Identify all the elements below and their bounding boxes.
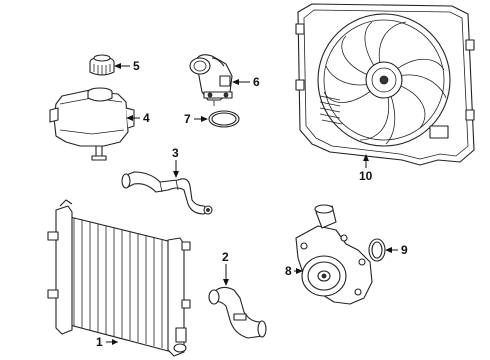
callout-1-label: 1 (96, 335, 103, 349)
cooling-fan-assembly-icon (295, 3, 475, 166)
callout-8-label: 8 (285, 264, 292, 278)
water-pump-icon (295, 204, 373, 305)
callout-10-leader (363, 154, 369, 168)
callout-6-label: 6 (253, 75, 260, 89)
callout-7-leader (194, 116, 208, 122)
callout-9-leader (385, 247, 398, 253)
callout-1-leader (106, 339, 118, 345)
radiator-hose-lower-icon (208, 286, 267, 339)
callout-6-leader (232, 79, 250, 85)
thermostat-gasket-icon (208, 110, 240, 128)
radiator-hose-upper-icon (121, 171, 213, 215)
callout-5-leader (114, 63, 130, 69)
thermostat-housing-icon (189, 54, 233, 106)
callout-2-label: 2 (222, 250, 229, 264)
callout-8-leader (294, 268, 303, 274)
callout-4-label: 4 (143, 111, 150, 125)
callout-9-label: 9 (401, 243, 408, 257)
callout-2-leader (223, 264, 229, 286)
water-pump-gasket-icon (368, 238, 386, 262)
callout-4-leader (126, 115, 140, 121)
radiator-icon (47, 199, 191, 357)
callout-10-label: 10 (359, 169, 373, 183)
callout-5-label: 5 (133, 59, 140, 73)
callout-3-leader (173, 160, 179, 178)
callout-7-label: 7 (184, 112, 191, 126)
reservoir-cap-icon (89, 54, 115, 76)
callout-3-label: 3 (172, 146, 179, 160)
coolant-reservoir-icon (49, 87, 135, 161)
